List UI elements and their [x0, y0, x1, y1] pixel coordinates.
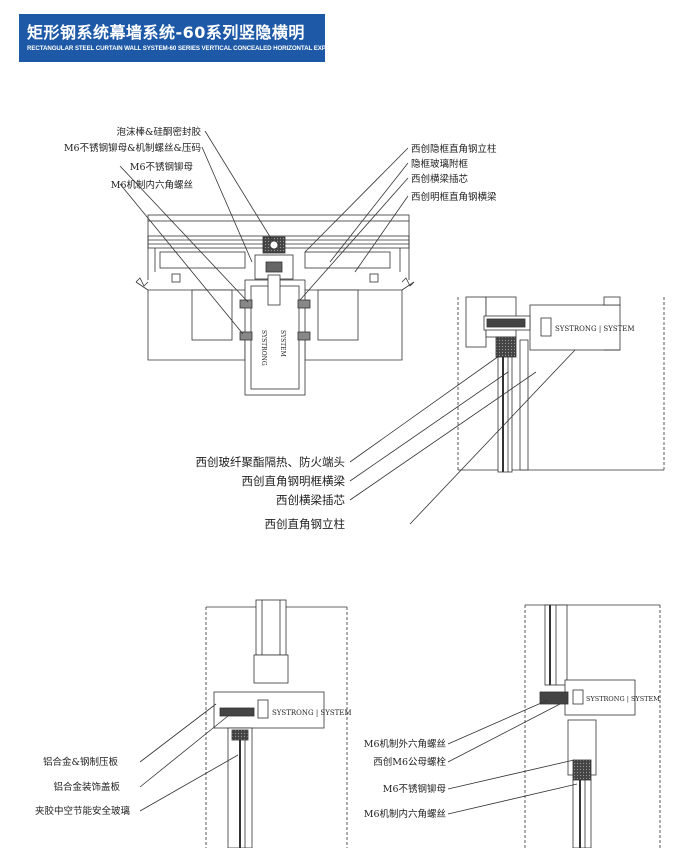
detail-3-section: SYSTRONG | SYSTEM	[139, 599, 352, 848]
d3-label-glass: 夹胶中空节能安全玻璃	[35, 805, 130, 817]
detail-4-labels: M6机制外六角螺丝 西创M6公母螺栓 M6不锈钢铆母 M6机制内六角螺丝	[364, 738, 447, 820]
d4-profile-text: SYSTRONG | SYSTEM	[586, 695, 660, 703]
svg-text:SYSTEM: SYSTEM	[279, 330, 286, 357]
d3-label-cover-cap: 铝合金装饰盖板	[53, 781, 120, 793]
d1-label-sealant: 泡沫棒&硅酮密封胶	[117, 126, 202, 138]
detail-2-section: SYSTRONG | SYSTEM	[349, 296, 665, 525]
d1-label-beam-insert: 西创横梁插芯	[411, 173, 469, 185]
d2-label-fire-end: 西创玻纤聚酯隔热、防火端头	[196, 455, 346, 469]
d1-label-pressure-clip: M6不锈钢铆母&机制螺丝&压码	[64, 142, 201, 154]
d2-label-beam-insert: 西创横梁插芯	[276, 493, 345, 507]
d4-label-stud-bolt: 西创M6公母螺栓	[373, 756, 446, 768]
d3-label-pressure-plate: 铝合金&钢制压板	[43, 756, 118, 768]
d1-label-rivet-nut: M6不锈钢铆母	[130, 161, 193, 173]
detail-1-labels: 泡沫棒&硅酮密封胶 M6不锈钢铆母&机制螺丝&压码 M6不锈钢铆母 M6机制内六…	[64, 126, 497, 203]
detail-4-section: SYSTRONG | SYSTEM	[447, 604, 661, 848]
page-title: 矩形钢系统幕墙系统-60系列竖隐横明	[27, 23, 305, 42]
detail-2-labels: 西创玻纤聚酯隔热、防火端头 西创直角钢明框横梁 西创横梁插芯 西创直角钢立柱	[196, 455, 346, 531]
d1-label-mullion: 西创隐框直角钢立柱	[411, 143, 497, 155]
d1-label-glass-frame: 隐框玻璃附框	[411, 158, 469, 170]
title-banner: 矩形钢系统幕墙系统-60系列竖隐横明 RECTANGULAR STEEL CUR…	[19, 14, 343, 62]
detail-3-labels: 铝合金&钢制压板 铝合金装饰盖板 夹胶中空节能安全玻璃	[35, 756, 130, 817]
d3-profile-text: SYSTRONG | SYSTEM	[272, 709, 352, 717]
d4-label-socket-screw: M6机制内六角螺丝	[364, 808, 446, 820]
d1-label-transom: 西创明框直角钢横梁	[411, 191, 497, 203]
d4-label-rivet-nut: M6不锈钢铆母	[383, 783, 446, 795]
d2-profile-text: SYSTRONG | SYSTEM	[555, 325, 635, 333]
d4-label-hex-bolt: M6机制外六角螺丝	[364, 738, 446, 750]
d2-label-transom: 西创直角钢明框横梁	[242, 474, 346, 488]
svg-text:SYSTRONG: SYSTRONG	[260, 330, 267, 366]
d1-label-socket-screw: M6机制内六角螺丝	[111, 179, 193, 191]
d2-label-mullion: 西创直角钢立柱	[265, 517, 346, 531]
detail-1-section: SYSTRONG SYSTEM	[119, 130, 415, 396]
page-subtitle: RECTANGULAR STEEL CURTAIN WALL SYSTEM-60…	[27, 45, 343, 52]
